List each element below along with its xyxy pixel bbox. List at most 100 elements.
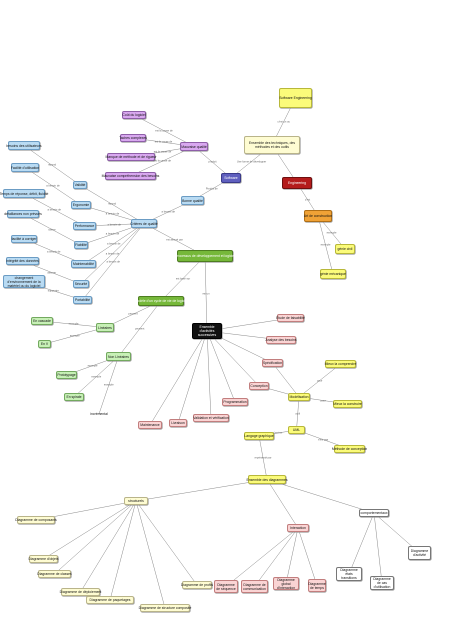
- node-software[interactable]: Software: [221, 173, 241, 183]
- node-en-v[interactable]: En V: [38, 340, 51, 348]
- edge-label-eng_art: c'est: [304, 198, 311, 201]
- edge-mauvaise_q-cout: [133, 114, 195, 147]
- node-ergonomie[interactable]: Ergonomie: [71, 201, 91, 209]
- node-livraison[interactable]: Livraison: [169, 419, 187, 427]
- node-genie-civil[interactable]: génie civil: [335, 244, 355, 254]
- node-modele-cycle-vie[interactable]: Modèle d'un cycle de vie de logiciel: [134, 296, 188, 306]
- node-processus-developpement[interactable]: Processus de développement et logiciel: [175, 250, 235, 262]
- node-ensemble-activites[interactable]: Ensemble d'activités successives: [192, 323, 222, 339]
- node-securite[interactable]: Sécurité: [73, 280, 89, 288]
- node-d-classes[interactable]: Diagramme de classes: [37, 570, 72, 578]
- node-temps-reponse[interactable]: Temps de réponse, débit, fluidité: [0, 189, 48, 198]
- node-d-communication[interactable]: Diagramme de communication: [241, 580, 268, 593]
- edge-fiabilite-defaillances: [22, 213, 82, 246]
- node-ensemble-diagrammes[interactable]: Ensemble des diagrammes: [246, 475, 288, 484]
- edge-label-crit_maint: a besoin de: [107, 242, 121, 246]
- node-criteres-qualite[interactable]: Critères de qualité: [130, 219, 158, 228]
- edge-criteres-portabilite: [82, 223, 145, 301]
- node-manque-methode[interactable]: Manque de méthode et de rigueur: [105, 153, 157, 161]
- node-besoins-utilisateurs[interactable]: besoins des utilisateurs: [6, 141, 42, 150]
- node-langage-graphique[interactable]: Langage graphique: [244, 432, 274, 440]
- edge-label-modele_lin: peuvent: [128, 312, 138, 316]
- node-d-etats-transitions[interactable]: Diagramme états transitions: [336, 567, 362, 581]
- node-d-composants[interactable]: Diagramme de composants: [15, 516, 57, 524]
- node-engineering[interactable]: Engineering: [282, 177, 312, 189]
- edge-label-mq_cout: est la cause de: [155, 129, 173, 133]
- node-etude-faisabilite[interactable]: Étude de faisabilité: [276, 314, 305, 322]
- edge-software-mauvaise_q: [193, 146, 232, 179]
- edge-label-mod_const: pour: [320, 399, 326, 402]
- edge-label-bq_crit: a besoin de: [161, 210, 175, 214]
- node-portabilite[interactable]: Portabilité: [73, 296, 92, 304]
- node-conception[interactable]: Conception: [249, 382, 269, 390]
- node-comportementaux[interactable]: comportementaux: [359, 509, 389, 517]
- node-cout-logiciel[interactable]: Coût du logiciel: [122, 111, 146, 119]
- edge-mauvaise_q-mauvaise_comp: [130, 146, 195, 177]
- edge-non_lineaires-spirale: [73, 356, 119, 398]
- node-interaction[interactable]: Interaction: [287, 524, 309, 532]
- node-mieux-comprendre[interactable]: Mieux la comprendre: [324, 360, 357, 368]
- node-en-cascade[interactable]: En cascade: [31, 317, 53, 325]
- node-d-temps[interactable]: Diagramme de temps: [308, 579, 326, 592]
- node-en-spirale[interactable]: En spirale: [64, 393, 84, 401]
- node-defaillances[interactable]: défaillances non prévues: [4, 210, 42, 218]
- node-facilite-corriger[interactable]: facilité à corriger: [11, 235, 37, 243]
- node-maintenabilite[interactable]: Maintenabilité: [71, 260, 96, 268]
- node-d-structure-composite[interactable]: Diagramme de structure composite: [138, 604, 192, 612]
- node-lineaires[interactable]: Linéaires: [96, 323, 114, 332]
- node-d-activite[interactable]: Diagramme d'activité: [408, 546, 431, 560]
- node-validation-verification[interactable]: Validation et vérification: [193, 414, 229, 422]
- node-methode-conception[interactable]: Méthode de conception: [331, 445, 368, 453]
- edge-ens_act-conception: [206, 330, 260, 387]
- edge-criteres-validite: [79, 184, 145, 224]
- node-d-deploiement[interactable]: Diagramme de déploiement: [59, 588, 102, 596]
- node-validite[interactable]: Validité: [73, 181, 87, 189]
- edge-structurels-d_classes: [54, 500, 137, 575]
- node-bonne-qualite[interactable]: Bonne qualité: [181, 196, 204, 205]
- node-integrite-donnees[interactable]: intégrité des données: [6, 257, 39, 265]
- node-incremental[interactable]: incrémental: [90, 412, 108, 416]
- node-uml[interactable]: UML: [288, 426, 305, 434]
- edge-label-mq_taches: est la cause de: [154, 140, 173, 144]
- node-mauvaise-qualite[interactable]: Mauvaise qualité: [180, 142, 208, 151]
- node-performance[interactable]: Performance: [73, 222, 96, 230]
- edge-structurels-d_structure: [135, 500, 166, 609]
- node-changement-environnement[interactable]: changement d'environnement de la matérie…: [3, 275, 45, 288]
- node-taches-complexes[interactable]: Taches complexes: [119, 134, 147, 142]
- edge-label-se_ens: c'est un ou: [277, 120, 290, 123]
- node-mieux-construire[interactable]: Mieux la construire: [333, 400, 362, 408]
- node-non-lineaires[interactable]: Non Linéaires: [106, 352, 131, 361]
- node-maintenance[interactable]: Maintenance: [138, 421, 162, 429]
- edge-label-crit_sec: a besoin de: [105, 252, 120, 256]
- edge-label-crit_proc: est assuré par: [166, 238, 183, 242]
- edge-label-art_civil: exemple: [326, 231, 337, 234]
- node-prototypage[interactable]: Prototypage: [56, 371, 77, 379]
- node-d-paquetages[interactable]: Diagramme de paquetages: [86, 596, 134, 604]
- edge-modele-non_lineaires: [118, 300, 162, 357]
- node-fiabilite[interactable]: Fiabilité: [74, 241, 88, 249]
- node-mauvaise-comprehension[interactable]: Mauvaise compréhension des besoins: [101, 172, 160, 180]
- node-modelisation[interactable]: Modélisation: [288, 393, 310, 401]
- node-specification[interactable]: Spécification: [262, 359, 283, 367]
- node-facilite-utilisation[interactable]: Facilité d'utilisation: [11, 163, 39, 172]
- node-programmation[interactable]: Programmation: [222, 398, 248, 406]
- edge-validite-besoins_util: [23, 145, 81, 186]
- edge-label-mq_manque: est la cause de: [153, 150, 172, 154]
- edge-criteres-securite: [80, 223, 145, 285]
- node-d-objets[interactable]: Diagramme d'objets: [28, 555, 59, 563]
- node-ensemble-techniques[interactable]: Ensemble des techniques, des méthodes et…: [244, 136, 300, 154]
- node-d-profils[interactable]: Diagramme de profils: [180, 581, 214, 589]
- node-genie-mecanique[interactable]: génie mécanique: [320, 269, 346, 279]
- node-d-cas-utilisation[interactable]: Diagramme de cas d'utilisation: [370, 576, 394, 590]
- node-software-engineering[interactable]: Software Engineering: [279, 88, 312, 108]
- edge-label-art_meca: exemple: [320, 243, 331, 247]
- node-art-de-construction[interactable]: Art de construction: [304, 210, 332, 222]
- node-d-global-interaction[interactable]: Diagramme global d'interaction: [273, 577, 299, 590]
- node-d-sequence[interactable]: Diagramme de séquence: [214, 580, 238, 593]
- node-structurels[interactable]: structurels: [124, 497, 148, 505]
- edge-label-crit_val: répond: [107, 202, 117, 206]
- node-analyse-besoins[interactable]: Analyse des besoins: [265, 336, 297, 344]
- edge-ergonomie-facilite_util: [24, 167, 82, 206]
